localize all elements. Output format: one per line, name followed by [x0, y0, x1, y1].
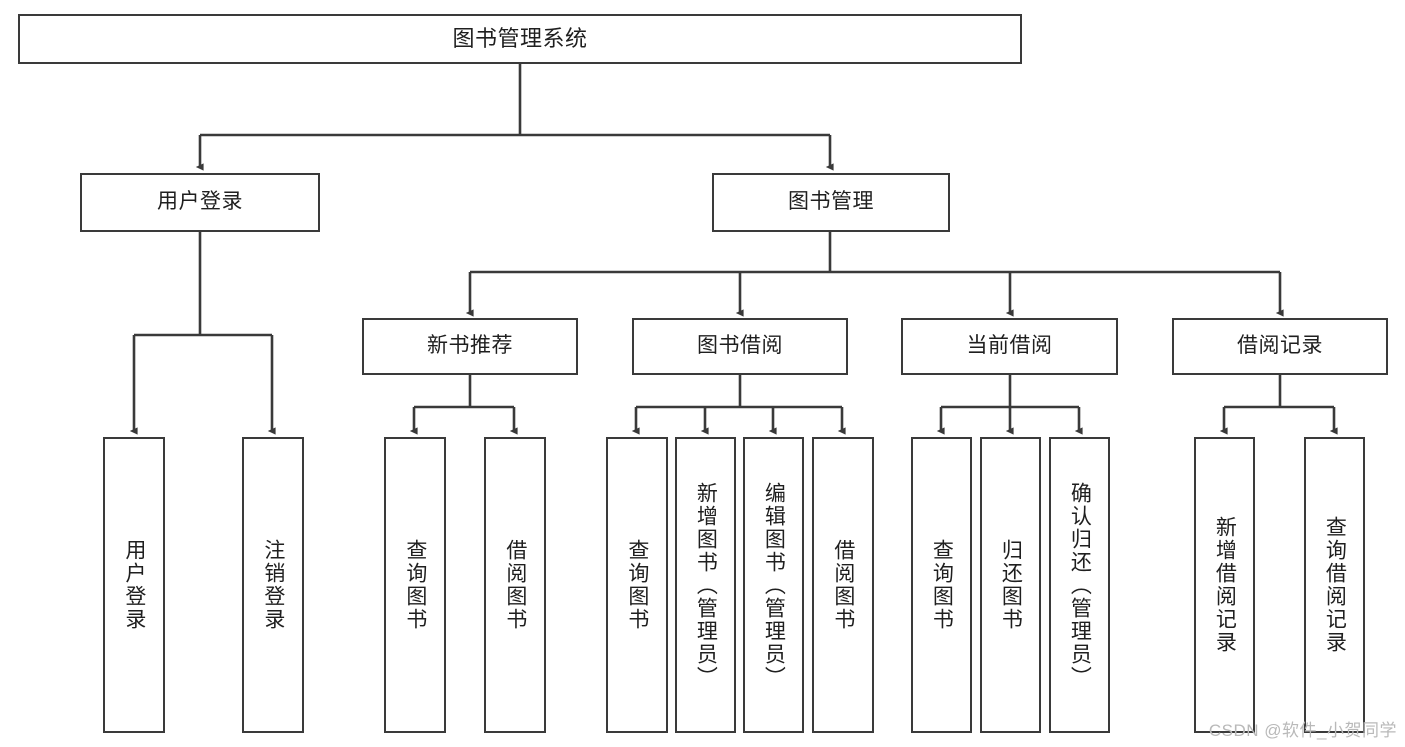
leaf-return-book[interactable]: 归还图书	[980, 437, 1041, 733]
leaf-add-borrow-record[interactable]: 新增借阅记录	[1194, 437, 1255, 733]
node-root-library-system[interactable]: 图书管理系统	[18, 14, 1022, 64]
node-label: 当前借阅	[966, 334, 1053, 358]
leaf-query-book-recommend[interactable]: 查询图书	[384, 437, 446, 733]
leaf-query-book-borrow[interactable]: 查询图书	[606, 437, 668, 733]
node-label: 图书管理系统	[452, 26, 588, 52]
node-label: 借阅图书	[831, 539, 855, 631]
node-label: 用户登录	[157, 190, 243, 214]
node-label: 归还图书	[999, 539, 1023, 631]
leaf-logout[interactable]: 注销登录	[242, 437, 304, 733]
leaf-borrow-book[interactable]: 借阅图书	[812, 437, 874, 733]
node-label: 编辑图书（管理员）	[762, 481, 786, 689]
leaf-add-book-admin[interactable]: 新增图书（管理员）	[675, 437, 736, 733]
node-book-borrow[interactable]: 图书借阅	[632, 318, 848, 375]
node-label: 用户登录	[122, 539, 146, 631]
node-label: 查询借阅记录	[1323, 516, 1347, 654]
node-label: 图书借阅	[697, 334, 783, 358]
node-new-book-recommend[interactable]: 新书推荐	[362, 318, 578, 375]
node-book-management[interactable]: 图书管理	[712, 173, 950, 232]
node-label: 借阅记录	[1237, 334, 1323, 358]
leaf-edit-book-admin[interactable]: 编辑图书（管理员）	[743, 437, 804, 733]
leaf-borrow-book-recommend[interactable]: 借阅图书	[484, 437, 546, 733]
node-label: 新增图书（管理员）	[694, 481, 718, 689]
leaf-query-borrow-record[interactable]: 查询借阅记录	[1304, 437, 1365, 733]
node-label: 新书推荐	[427, 334, 513, 358]
node-label: 查询图书	[403, 539, 427, 631]
node-user-login[interactable]: 用户登录	[80, 173, 320, 232]
node-label: 查询图书	[930, 539, 954, 631]
node-label: 新增借阅记录	[1213, 516, 1237, 654]
node-borrow-records[interactable]: 借阅记录	[1172, 318, 1388, 375]
leaf-query-book-current[interactable]: 查询图书	[911, 437, 972, 733]
node-label: 借阅图书	[503, 539, 527, 631]
node-label: 注销登录	[261, 539, 285, 631]
csdn-watermark: CSDN @软件_小贺同学	[1208, 721, 1397, 740]
leaf-user-login[interactable]: 用户登录	[103, 437, 165, 733]
node-current-borrow[interactable]: 当前借阅	[901, 318, 1118, 375]
node-label: 查询图书	[625, 539, 649, 631]
node-label: 图书管理	[788, 190, 874, 214]
leaf-confirm-return-admin[interactable]: 确认归还（管理员）	[1049, 437, 1110, 733]
node-label: 确认归还（管理员）	[1068, 481, 1092, 689]
